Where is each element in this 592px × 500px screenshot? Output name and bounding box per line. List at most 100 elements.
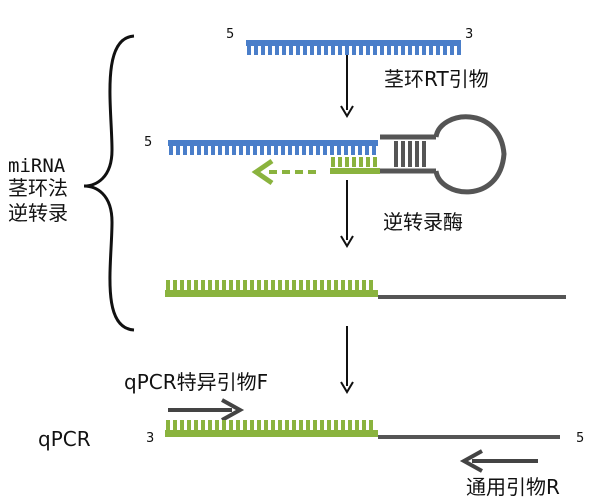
mirna-top-base <box>261 46 265 55</box>
mirna-top-base <box>366 46 370 55</box>
qpcr-template-strand <box>165 420 378 437</box>
qpcr-template-base <box>278 420 282 430</box>
stem-base-pair <box>408 141 412 167</box>
qpcr-template-base <box>299 420 303 430</box>
mirna-top-base <box>359 46 363 55</box>
stem-loop-primer <box>380 114 507 195</box>
mirna-hybrid-base <box>225 146 229 155</box>
mirna-top-base <box>331 46 335 55</box>
mirna-top-base <box>289 46 293 55</box>
mirna-top-base <box>457 46 461 55</box>
mirna-5prime-label: 5 <box>226 27 234 42</box>
mirna-strand-hybrid <box>168 140 378 155</box>
qpcr-template-base <box>166 420 170 430</box>
mirna-hybrid-base <box>337 146 341 155</box>
reverse-primer-arrow <box>459 449 538 473</box>
qpcr-template-base <box>327 420 331 430</box>
stem-base-pair <box>394 141 398 167</box>
cdna-base <box>362 280 366 290</box>
qpcr-template-base <box>341 420 345 430</box>
qpcr-template-base <box>187 420 191 430</box>
qpcr-template-base <box>306 420 310 430</box>
qpcr-template-base <box>334 420 338 430</box>
mirna-hybrid-base <box>246 146 250 155</box>
step-label-reverse-transcriptase: 逆转录酶 <box>383 210 463 234</box>
rt-primer-green <box>330 157 380 174</box>
cdna-base <box>173 280 177 290</box>
rt-primer-base <box>373 157 377 167</box>
mirna-top-base <box>415 46 419 55</box>
qpcr-template-base <box>222 420 226 430</box>
stem-base-pair <box>422 141 426 167</box>
cdna-base <box>208 280 212 290</box>
mirna-top-base <box>429 46 433 55</box>
down-arrow-3 <box>340 326 354 394</box>
qpcr-template-base <box>292 420 296 430</box>
qpcr-template-base <box>229 420 233 430</box>
mirna-hybrid-base <box>267 146 271 155</box>
mirna-hybrid-base <box>323 146 327 155</box>
mirna-top-base <box>317 46 321 55</box>
mirna-top-base <box>310 46 314 55</box>
qpcr-template-base <box>208 420 212 430</box>
mirna-hybrid-base <box>281 146 285 155</box>
cdna-strand <box>165 280 378 297</box>
qpcr-3prime-label: 3 <box>146 431 154 446</box>
mirna-top-base <box>422 46 426 55</box>
qpcr-label: qPCR <box>38 427 91 451</box>
down-arrow-2 <box>340 180 354 248</box>
mirna-hybrid-base <box>358 146 362 155</box>
rt-primer-base <box>352 157 356 167</box>
mirna-hybrid-base <box>183 146 187 155</box>
cdna-base <box>355 280 359 290</box>
mirna-hybrid-base <box>372 146 376 155</box>
rt-primer-base <box>345 157 349 167</box>
left-label-reverse-transcription: 逆转录 <box>8 201 68 225</box>
mirna-top-base <box>345 46 349 55</box>
mirna-hybrid-base <box>344 146 348 155</box>
mirna-top-base <box>303 46 307 55</box>
mirna-top-base <box>254 46 258 55</box>
qpcr-template-base <box>320 420 324 430</box>
qpcr-template-base <box>180 420 184 430</box>
mirna-top-base <box>436 46 440 55</box>
cdna-base <box>166 280 170 290</box>
cdna-base <box>313 280 317 290</box>
step-label-stem-loop-rt-primer: 茎环RT引物 <box>384 67 489 91</box>
cdna-base <box>215 280 219 290</box>
cdna-base <box>369 280 373 290</box>
qpcr-template-base <box>362 420 366 430</box>
cdna-base <box>222 280 226 290</box>
qpcr-template-base <box>194 420 198 430</box>
mirna-hybrid-base <box>211 146 215 155</box>
cdna-base <box>180 280 184 290</box>
mirna-hybrid-base <box>330 146 334 155</box>
rt-primer-base <box>338 157 342 167</box>
mirna-hybrid-base <box>197 146 201 155</box>
mirna-top-base <box>380 46 384 55</box>
rt-primer-base <box>359 157 363 167</box>
mirna-top-base <box>275 46 279 55</box>
extension-arrow-dashed <box>251 158 316 186</box>
mirna-strand-top <box>246 40 461 55</box>
mirna-hybrid-base <box>302 146 306 155</box>
mirna-top-base <box>401 46 405 55</box>
cdna-base <box>229 280 233 290</box>
cdna-base <box>271 280 275 290</box>
mirna-hybrid-base <box>274 146 278 155</box>
mirna-top-base <box>387 46 391 55</box>
down-arrow-1 <box>340 55 354 118</box>
qpcr-template-base <box>257 420 261 430</box>
mirna-top-base <box>338 46 342 55</box>
qpcr-template-base <box>236 420 240 430</box>
mirna-top-base <box>282 46 286 55</box>
mirna-top-base <box>296 46 300 55</box>
mirna-hybrid-base <box>295 146 299 155</box>
qpcr-template-base <box>173 420 177 430</box>
mirna-top-base <box>443 46 447 55</box>
cdna-base <box>327 280 331 290</box>
cdna-backbone <box>165 290 378 297</box>
cdna-base <box>194 280 198 290</box>
cdna-base <box>292 280 296 290</box>
cdna-base <box>264 280 268 290</box>
